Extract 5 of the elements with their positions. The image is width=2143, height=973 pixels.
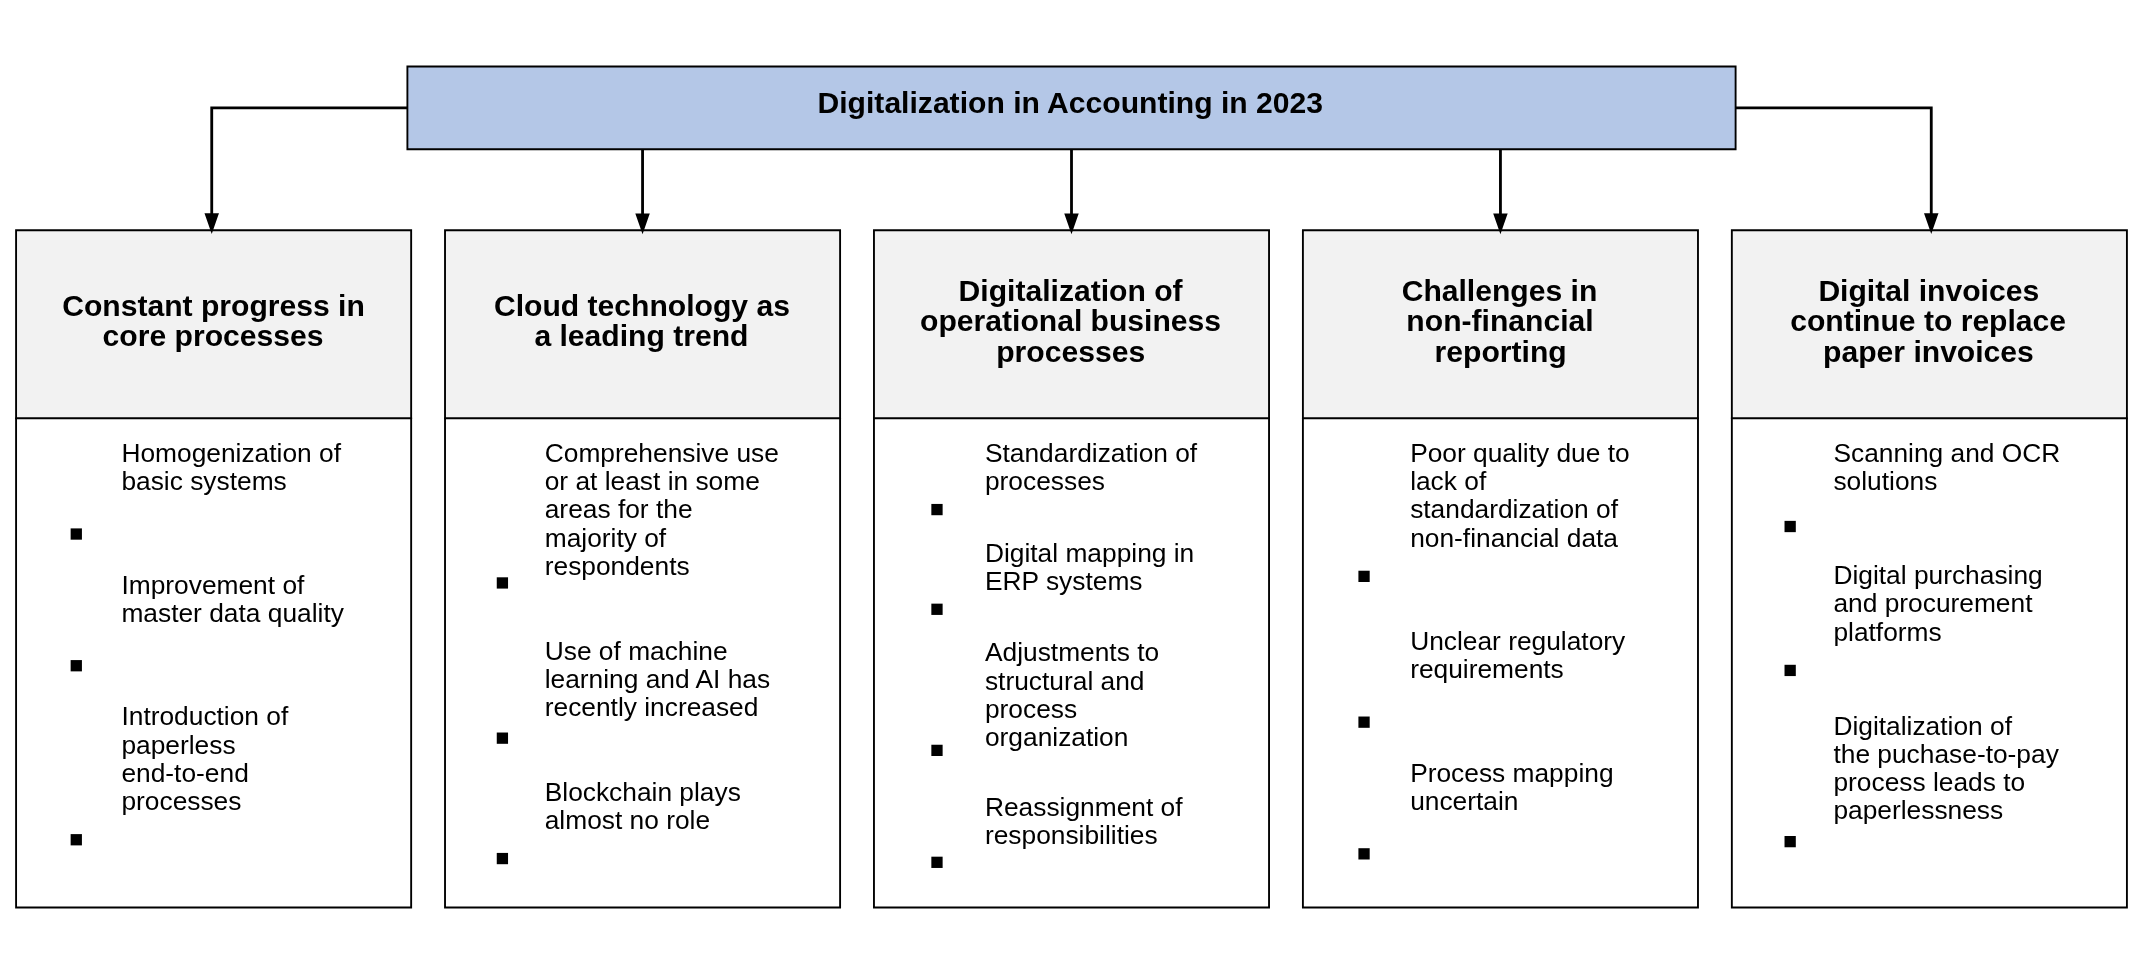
arrow bbox=[635, 149, 650, 234]
arrow bbox=[204, 106, 408, 234]
arrow bbox=[1064, 149, 1079, 234]
arrow bbox=[1735, 106, 1939, 234]
arrow bbox=[1493, 149, 1508, 234]
